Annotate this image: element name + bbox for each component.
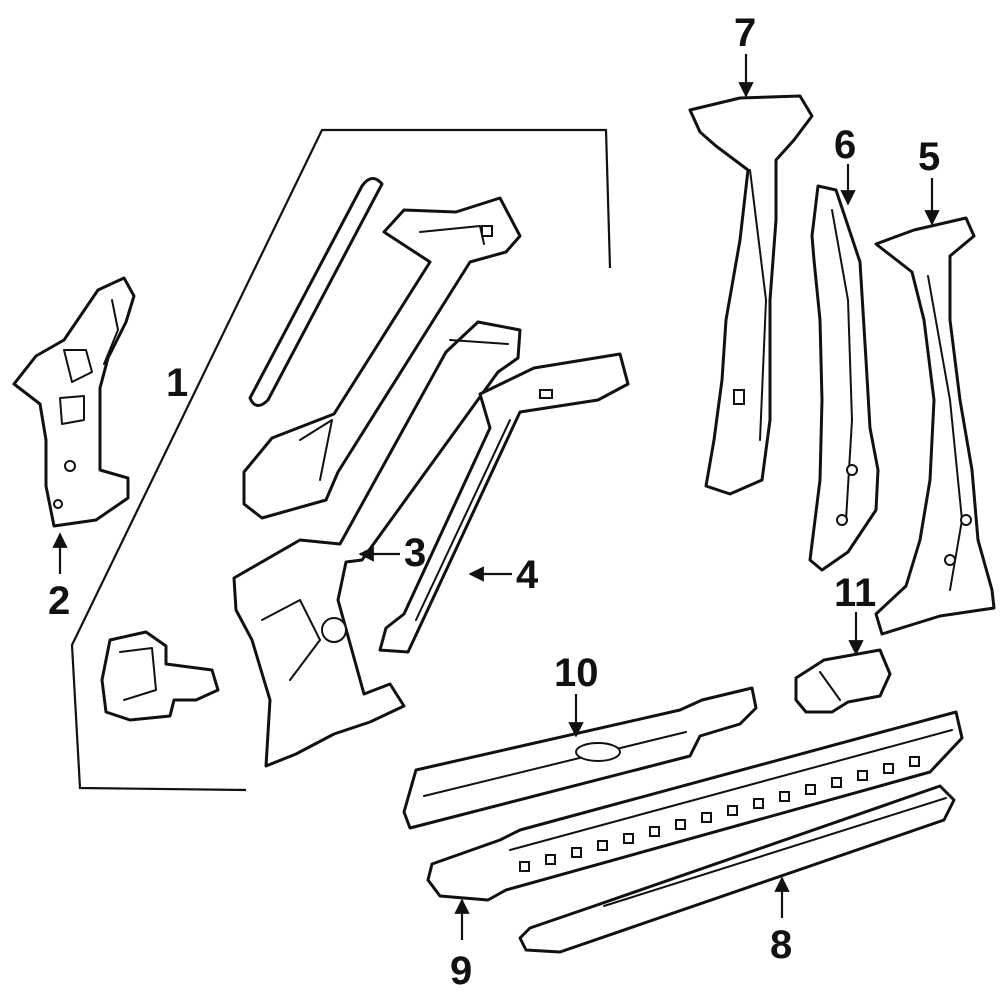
assembly-bracket [70,128,612,792]
callout-1: 1 [166,361,188,405]
callout-3: 3 [404,531,426,575]
callout-5: 5 [918,135,940,179]
rocker-panel-holes [519,756,920,872]
part-11-bracket [794,648,892,714]
callout-7: 7 [734,11,756,55]
part-10-rocker-reinforcement [402,686,758,830]
callout-11: 11 [834,571,876,615]
part-4-roof-rail [378,352,630,654]
callout-10: 10 [554,651,599,695]
part-6-pillar-reinforcement [808,184,880,572]
part-2-front-pillar-bracket [12,276,136,528]
part-5-center-pillar-outer [874,216,996,636]
callout-4: 4 [516,553,539,597]
part-8-rocker-molding [518,784,956,954]
part-3-hinge-pillar [232,320,522,768]
part-1-rod [248,177,384,407]
callout-2: 2 [48,579,70,623]
part-1-upper-pillar [242,196,522,520]
part-1-cowl-bracket [100,630,220,722]
part-9-rocker-panel [426,710,964,902]
leader-lines [52,54,940,940]
callout-9: 9 [450,949,472,993]
part-7-center-pillar [688,94,814,496]
callout-8: 8 [770,923,792,967]
callout-6: 6 [834,123,856,167]
callout-labels: 1 2 3 4 5 6 7 8 9 10 11 [48,11,940,993]
